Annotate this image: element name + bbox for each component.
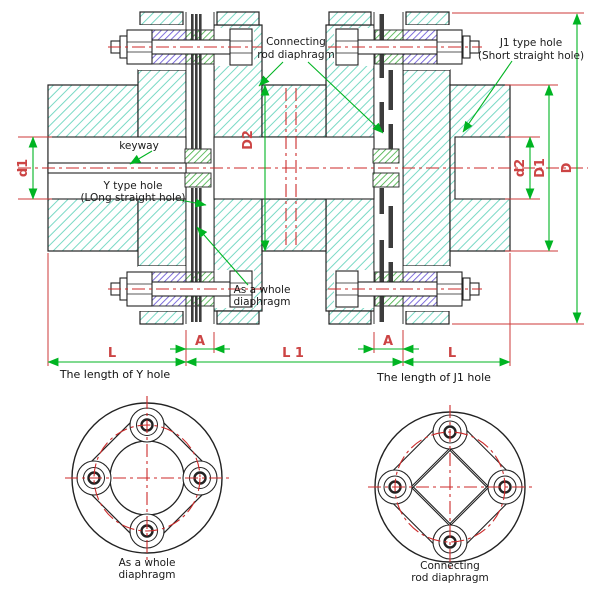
dim-text-L-right: L bbox=[448, 346, 456, 361]
dim-text-L-left: L bbox=[108, 346, 116, 361]
left-hub-rim-top bbox=[139, 11, 184, 26]
center-ring bbox=[184, 172, 212, 188]
dim-text-D2: D2 bbox=[241, 130, 256, 150]
center-ring bbox=[372, 148, 400, 164]
end-view-whole-diaphragm: As a whole diaphragm bbox=[65, 396, 229, 581]
dim-text-D1: D1 bbox=[533, 158, 548, 178]
leader-arrows bbox=[129, 60, 513, 286]
center-ring bbox=[184, 148, 212, 164]
spacer-rim bbox=[216, 310, 260, 325]
keyway-leader bbox=[129, 150, 153, 165]
whole-diaphragm-leader bbox=[196, 226, 249, 286]
section-view: Connecting rod diaphragm J1 type hole (S… bbox=[16, 11, 588, 384]
y-hole-label-line1: Y type hole bbox=[102, 180, 162, 192]
view-centerlines bbox=[368, 405, 532, 569]
y-hole-label-line2: (LOng straight hole) bbox=[80, 192, 185, 204]
connecting-rod-leader-right bbox=[307, 61, 384, 134]
centerlines bbox=[18, 46, 588, 290]
spacer-rim bbox=[216, 11, 260, 26]
connecting-rod-label-line1: Connecting bbox=[266, 36, 326, 48]
dim-text-d2: d2 bbox=[513, 159, 528, 177]
dim-text-A-right: A bbox=[383, 334, 393, 349]
right-hub-rim-top bbox=[405, 11, 450, 26]
spacer-tube-bottom bbox=[261, 198, 327, 252]
j1-hole-leader bbox=[462, 60, 513, 133]
left-view-caption-line2: diaphragm bbox=[119, 569, 176, 581]
dim-text-A-left: A bbox=[195, 334, 205, 349]
j1-hole-length-note: The length of J1 hole bbox=[376, 371, 491, 384]
whole-diaphragm-label-line2: diaphragm bbox=[234, 296, 291, 308]
right-view-caption-line2: rod diaphragm bbox=[411, 572, 489, 584]
spacer-tube-top bbox=[261, 84, 327, 138]
view-centerlines bbox=[65, 396, 229, 560]
y-hole-leader bbox=[179, 198, 207, 208]
spacer-rim bbox=[328, 11, 372, 26]
connecting-rod-leader-left bbox=[258, 61, 284, 87]
bolt-holes bbox=[377, 414, 523, 560]
spacer-rim bbox=[328, 310, 372, 325]
left-hub-rim-bottom bbox=[139, 310, 184, 325]
j1-hole-label-line1: J1 type hole bbox=[499, 37, 562, 49]
whole-diaphragm-label-line1: As a whole bbox=[234, 284, 291, 296]
dim-text-D: D bbox=[560, 162, 575, 173]
dim-text-d1: d1 bbox=[16, 159, 31, 177]
j1-hole-label-line2: (Short straight hole) bbox=[478, 50, 584, 62]
dimension-lines bbox=[28, 13, 582, 367]
connecting-rod-diaphragm-pack bbox=[379, 14, 393, 322]
keyway-label: keyway bbox=[119, 140, 159, 152]
connecting-rod-label-line2: rod diaphragm bbox=[257, 49, 335, 61]
left-view-caption-line1: As a whole bbox=[119, 557, 176, 569]
y-hole-length-note: The length of Y hole bbox=[59, 368, 171, 381]
center-ring bbox=[372, 172, 400, 188]
dim-text-L1: L 1 bbox=[282, 346, 304, 361]
end-view-connecting-rod: Connecting rod diaphragm bbox=[368, 405, 532, 584]
right-hub-rim-bottom bbox=[405, 310, 450, 325]
right-view-caption-line1: Connecting bbox=[420, 560, 480, 572]
